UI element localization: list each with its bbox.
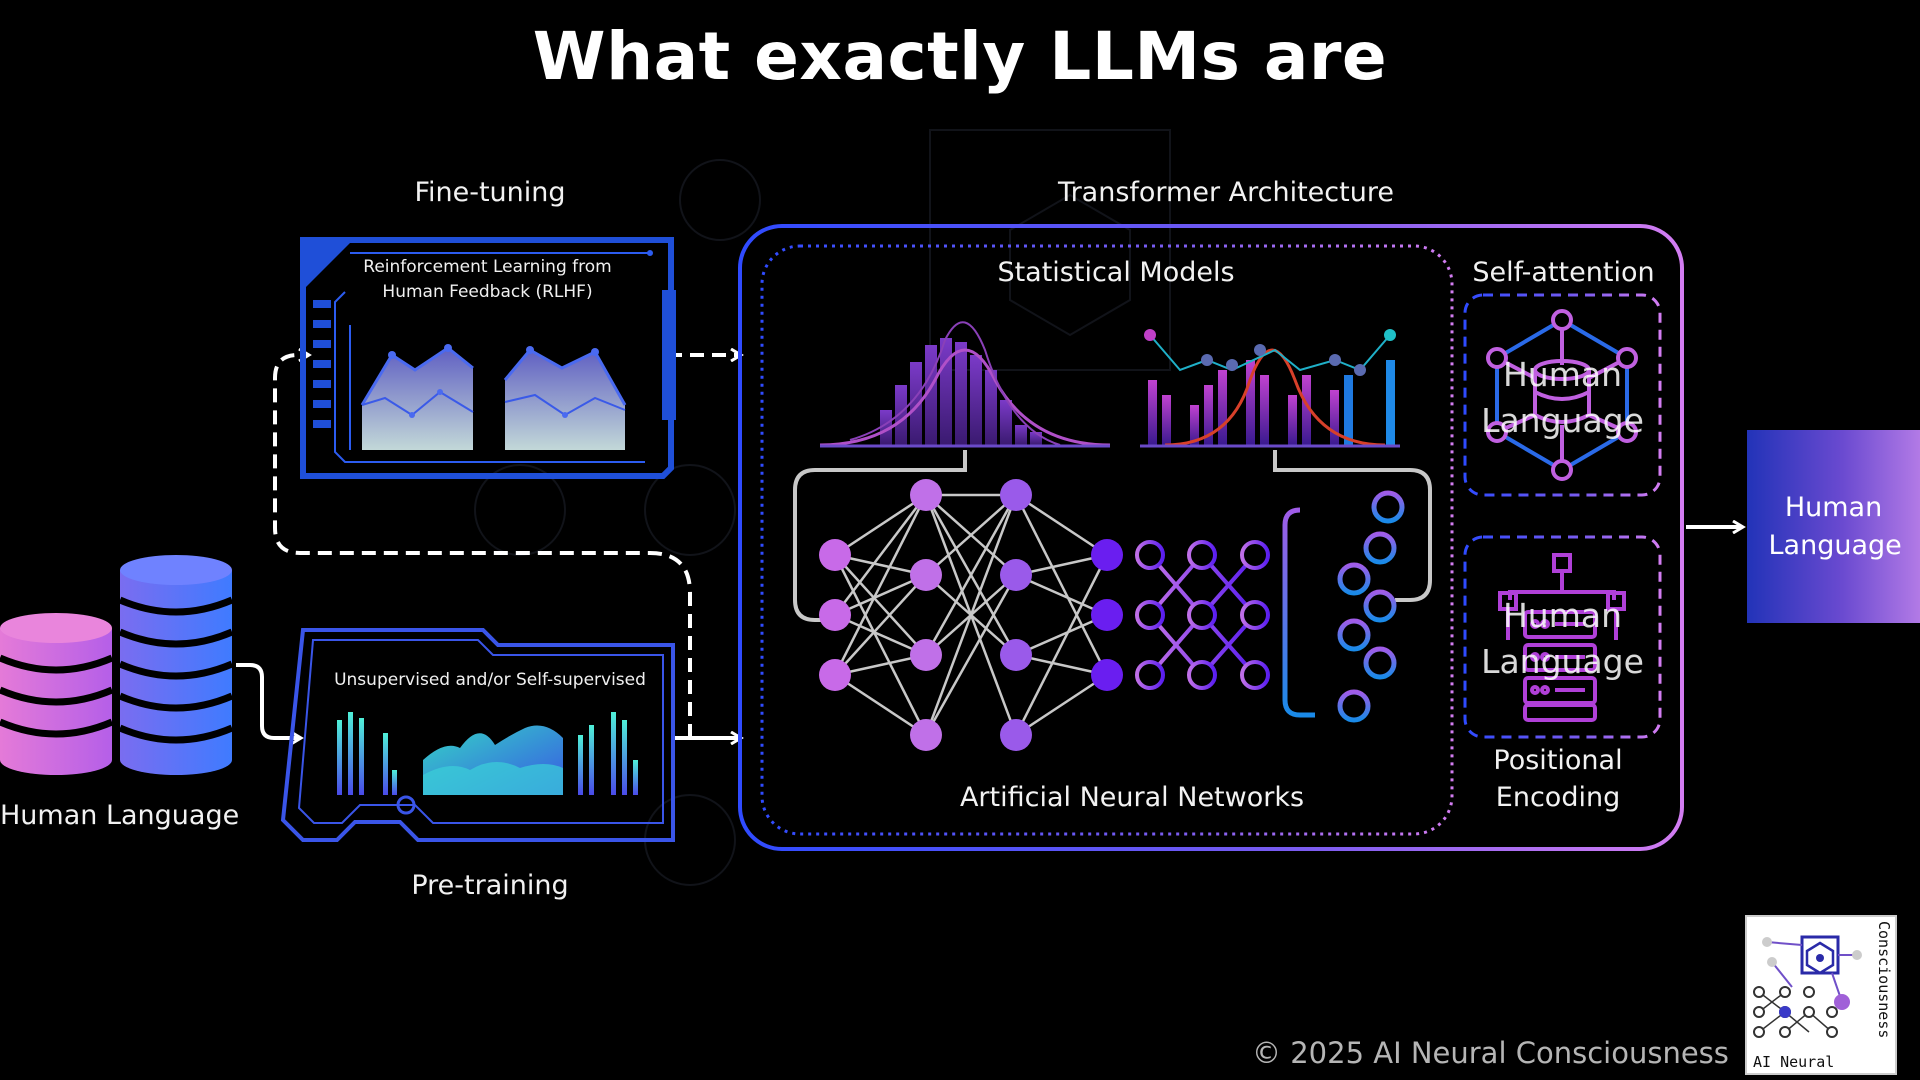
flow-arrows — [236, 355, 1742, 738]
database-icon — [0, 555, 234, 775]
transformer-heading: Transformer Architecture — [1058, 177, 1394, 208]
positional-encoding-icon — [1498, 553, 1626, 722]
copyright-text: © 2025 AI Neural Consciousness — [1252, 1036, 1729, 1070]
finetuning-panel — [300, 237, 676, 479]
tree-graphic — [1282, 490, 1405, 723]
finetuning-heading: Fine-tuning — [414, 177, 566, 208]
self-attention-icon — [1486, 309, 1638, 481]
statistical-chart-left — [819, 321, 1111, 448]
input-label: Human Language — [0, 800, 240, 831]
statistical-chart-right — [1140, 329, 1400, 448]
self-attention-overlay-text: Human Language — [1481, 355, 1644, 440]
bracket-lines — [793, 450, 1432, 622]
arrow-loop-to-finetuning — [273, 355, 692, 738]
logo-graphic — [1753, 935, 1862, 1038]
logo-vertical-text: Consciousness — [1875, 921, 1893, 1039]
pretraining-panel — [280, 628, 675, 842]
logo-horizontal-text: AI Neural — [1753, 1053, 1835, 1071]
finetuning-panel-text: Reinforcement Learning from Human Feedba… — [363, 257, 612, 302]
output-label: Human Language — [1768, 491, 1902, 561]
statistical-ann-box — [760, 244, 1454, 836]
output-box: Human Language — [1747, 430, 1920, 623]
pretraining-panel-text: Unsupervised and/or Self-supervised — [334, 670, 646, 690]
background-decor — [474, 129, 1171, 886]
brand-logo: Consciousness AI Neural — [1745, 915, 1897, 1075]
arrow-input-to-pretraining — [236, 663, 300, 738]
neural-network-graphic — [819, 479, 1123, 751]
self-attention-box — [1463, 293, 1662, 497]
page-title: What exactly LLMs are — [532, 18, 1388, 95]
statistical-models-label: Statistical Models — [997, 257, 1235, 288]
lattice-network-graphic — [1135, 540, 1290, 690]
transformer-box — [738, 224, 1684, 851]
positional-encoding-box — [1463, 535, 1662, 739]
self-attention-label: Self-attention — [1472, 257, 1655, 288]
neural-networks-label: Artificial Neural Networks — [959, 782, 1305, 813]
positional-encoding-label: Positional Encoding — [1493, 745, 1623, 813]
pretraining-heading: Pre-training — [411, 870, 569, 901]
positional-overlay-text: Human Language — [1481, 596, 1644, 681]
